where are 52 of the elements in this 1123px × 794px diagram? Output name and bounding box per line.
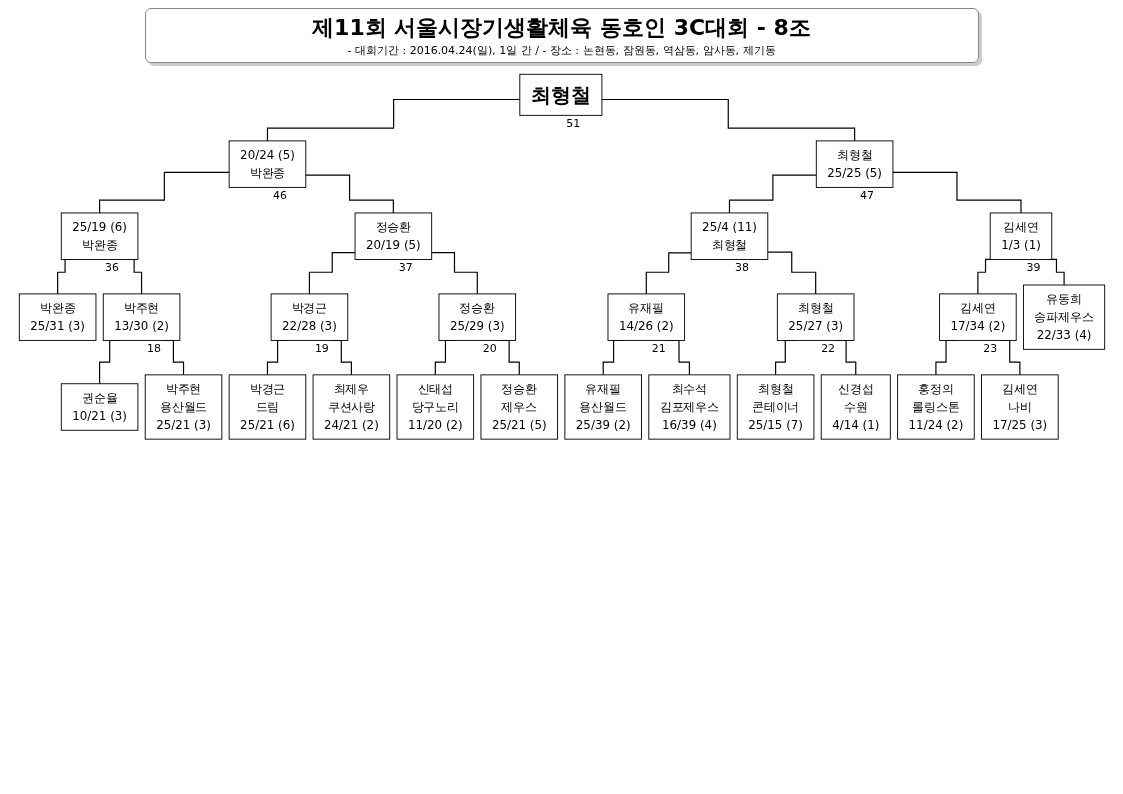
node-box: 박주현 13/30 (2)	[102, 293, 180, 341]
connector	[308, 252, 356, 295]
node-box: 박주현 용산월드 25/21 (3)	[144, 374, 222, 440]
match-number: 36	[104, 261, 119, 275]
node-box: 박경근 드림 25/21 (6)	[228, 374, 306, 440]
node-box: 홍정의 롤링스톤 11/24 (2)	[896, 374, 975, 440]
match-number: 46	[272, 189, 287, 203]
node-box: 유재필 14/26 (2)	[607, 293, 685, 341]
subtitle-note: - 대회기간 : 2016.04.24(일), 1일 간 / - 장소 : 논현동, 잠원동, 역삼동, 암사동, 제기동	[346, 43, 777, 58]
node-box: 유동희 송파제우스 22/33 (4)	[1022, 284, 1105, 350]
match-number: 37	[398, 261, 413, 275]
connector	[728, 174, 817, 214]
node-box: 정승환 제우스 25/21 (5)	[480, 374, 558, 440]
node-box: 정승환 25/29 (3)	[438, 293, 516, 341]
connector	[98, 171, 230, 214]
node-box: 최제우 쿠션사랑 24/21 (2)	[312, 374, 390, 440]
node-box: 25/19 (6) 박완종	[60, 212, 138, 260]
node-box: 김세연 1/3 (1)	[989, 212, 1052, 260]
node-box: 정승환 20/19 (5)	[354, 212, 432, 260]
node-box: 유재필 용산월드 25/39 (2)	[563, 374, 642, 440]
node-box: 최형철	[518, 73, 602, 116]
connector	[430, 252, 478, 295]
connector	[891, 171, 1022, 214]
match-number: 20	[482, 342, 497, 356]
connector	[645, 252, 692, 295]
node-box: 최형철 25/25 (5)	[815, 140, 893, 188]
node-box: 박경근 22/28 (3)	[270, 293, 348, 341]
node-box: 20/24 (5) 박완종	[228, 140, 306, 188]
match-number: 38	[734, 261, 749, 275]
match-number: 47	[859, 189, 874, 203]
node-box: 최수석 김포제우스 16/39 (4)	[647, 374, 730, 440]
node-box: 김세연 나비 17/25 (3)	[980, 374, 1059, 440]
node-box: 신경섭 수원 4/14 (1)	[820, 374, 891, 440]
match-number: 19	[314, 342, 329, 356]
connector	[766, 251, 816, 295]
node-box: 25/4 (11) 최형철	[690, 212, 768, 260]
connector	[304, 174, 394, 214]
node-box: 신태섭 당구노리 11/20 (2)	[396, 374, 474, 440]
connector	[266, 98, 520, 142]
node-box: 최형철 콘테이너 25/15 (7)	[736, 374, 814, 440]
node-box: 김세연 17/34 (2)	[938, 293, 1017, 341]
node-box: 권순율 10/21 (3)	[60, 383, 138, 431]
node-box: 최형철 25/27 (3)	[776, 293, 854, 341]
node-box: 박완종 25/31 (3)	[18, 293, 96, 341]
match-number: 18	[146, 342, 161, 356]
match-number: 39	[1025, 261, 1040, 275]
connector	[600, 98, 855, 142]
match-number: 51	[565, 117, 580, 131]
match-number: 23	[982, 342, 997, 356]
match-number: 22	[820, 342, 835, 356]
match-number: 21	[651, 342, 666, 356]
title: 제11회 서울시장기생활체육 동호인 3C대회 - 8조	[311, 14, 812, 42]
